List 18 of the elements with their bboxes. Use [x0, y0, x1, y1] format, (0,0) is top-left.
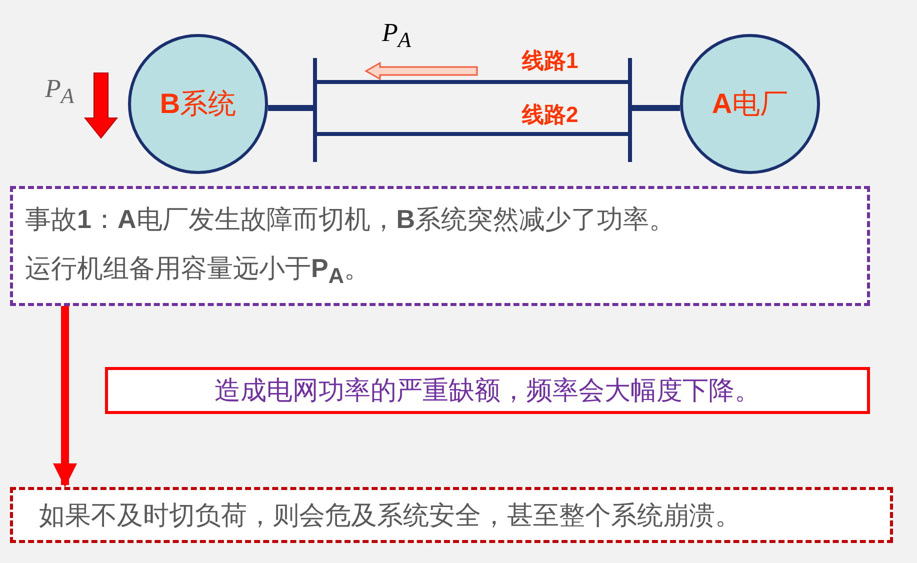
node-text: 造成电网功率的严重缺额，频率会大幅度下降。	[214, 375, 760, 407]
node-text: A电厂	[712, 87, 788, 121]
node-text: 如果不及时切负荷，则会危及系统安全，甚至整个系统崩溃。	[39, 500, 741, 532]
line	[317, 132, 628, 136]
power-label: P$_{A}$	[45, 74, 74, 110]
line	[632, 105, 680, 111]
arrow	[53, 306, 77, 488]
line	[268, 105, 313, 111]
node-text: B系统	[160, 87, 236, 121]
bus-bar	[313, 58, 317, 162]
text-box	[105, 367, 870, 414]
power-label: P$_{A}$	[382, 18, 412, 54]
text-box	[10, 186, 870, 306]
node-text: 运行机组备用容量远小于P$_{A}$。	[25, 252, 370, 290]
line	[317, 80, 628, 84]
node-text: 事故1：A电厂发生故障而切机，B系统突然减少了功率。	[25, 203, 676, 236]
text-box	[10, 487, 893, 543]
bus-bar	[628, 58, 632, 162]
